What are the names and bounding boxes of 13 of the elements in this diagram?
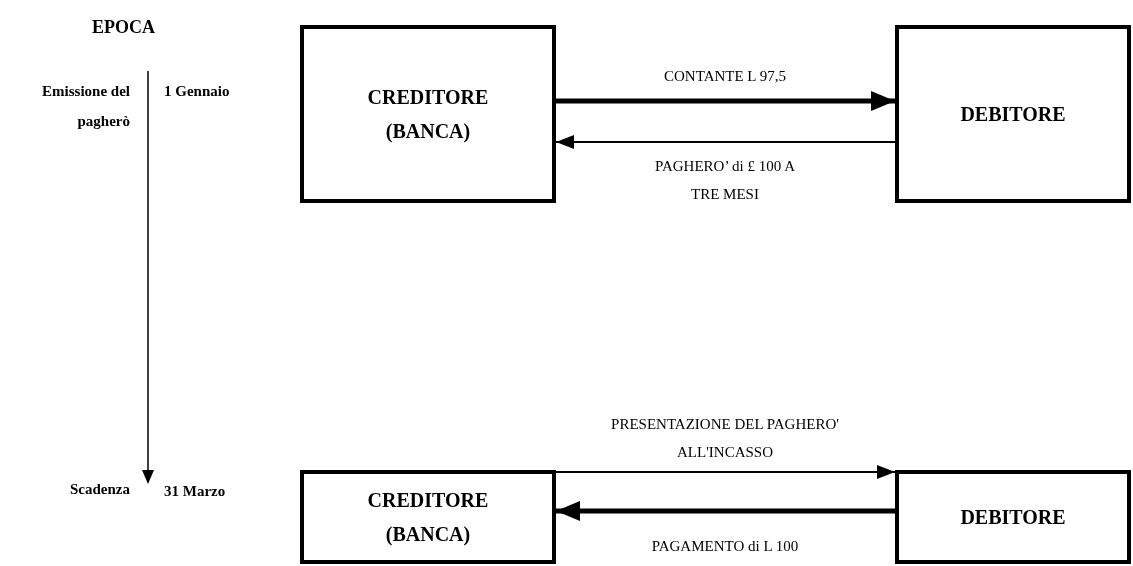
time-label: Emissione del pagherò	[41, 82, 130, 131]
arrow	[556, 91, 895, 111]
time-label: 1 Gennaio	[164, 82, 230, 101]
entity-box: DEBITORE	[895, 470, 1131, 564]
arrow	[555, 465, 896, 479]
arrow	[555, 135, 896, 149]
time-label: Scadenza	[69, 480, 130, 499]
entity-box: CREDITORE (BANCA)	[300, 470, 556, 564]
entity-box: DEBITORE	[895, 25, 1131, 203]
time-label: 31 Marzo	[164, 482, 226, 501]
time-label: EPOCA	[92, 16, 155, 39]
entity-box: CREDITORE (BANCA)	[300, 25, 556, 203]
arrow	[556, 501, 895, 521]
